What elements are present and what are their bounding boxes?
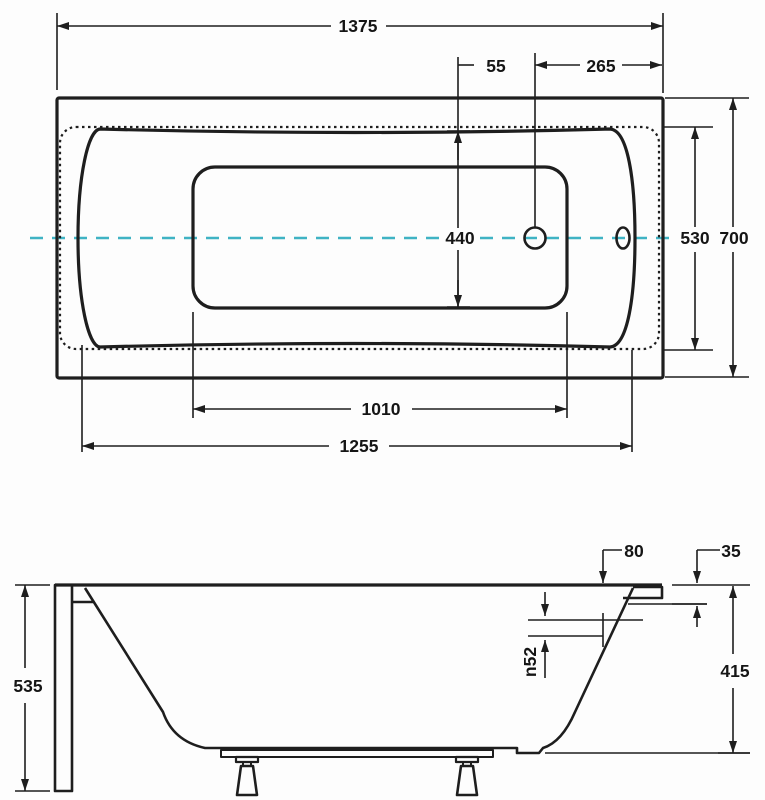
dim-label-offset-right: 265 [586, 56, 615, 76]
mounting-rail [220, 749, 494, 758]
foot-left [234, 755, 260, 797]
side-right-ledge [623, 585, 664, 600]
side-view: 535 80 35 415 n52 [13, 541, 750, 797]
foot-right [454, 755, 480, 797]
tub-flat-bottom [191, 165, 569, 310]
top-view-dimensions: 1375 55 265 440 530 [56, 13, 749, 456]
dim-label-drain-diameter: n52 [520, 647, 540, 677]
overflow-hole [615, 226, 631, 250]
dim-label-overall-length: 1375 [339, 16, 378, 36]
side-tub-shell [83, 587, 635, 755]
dim-label-inner-depth: 415 [720, 661, 749, 681]
side-view-dimensions: 535 80 35 415 n52 [13, 541, 750, 792]
dim-label-bottom-width: 440 [445, 228, 474, 248]
dim-label-overall-height: 535 [13, 676, 42, 696]
side-support-panel [53, 583, 74, 793]
tub-rim-inner-dotted-edge [58, 125, 661, 351]
dim-label-inner-width: 530 [680, 228, 709, 248]
drain-section-lines [528, 613, 643, 647]
top-view: 1375 55 265 440 530 [30, 13, 749, 456]
dim-label-bottom-length: 1010 [362, 399, 401, 419]
dim-label-overall-width: 700 [719, 228, 748, 248]
dim-label-ledge-width: 80 [624, 541, 644, 561]
dim-label-offset-left: 55 [486, 56, 506, 76]
dim-label-inner-length: 1255 [340, 436, 379, 456]
tub-outer-rim [55, 96, 665, 380]
dim-label-rim-height: 35 [721, 541, 741, 561]
